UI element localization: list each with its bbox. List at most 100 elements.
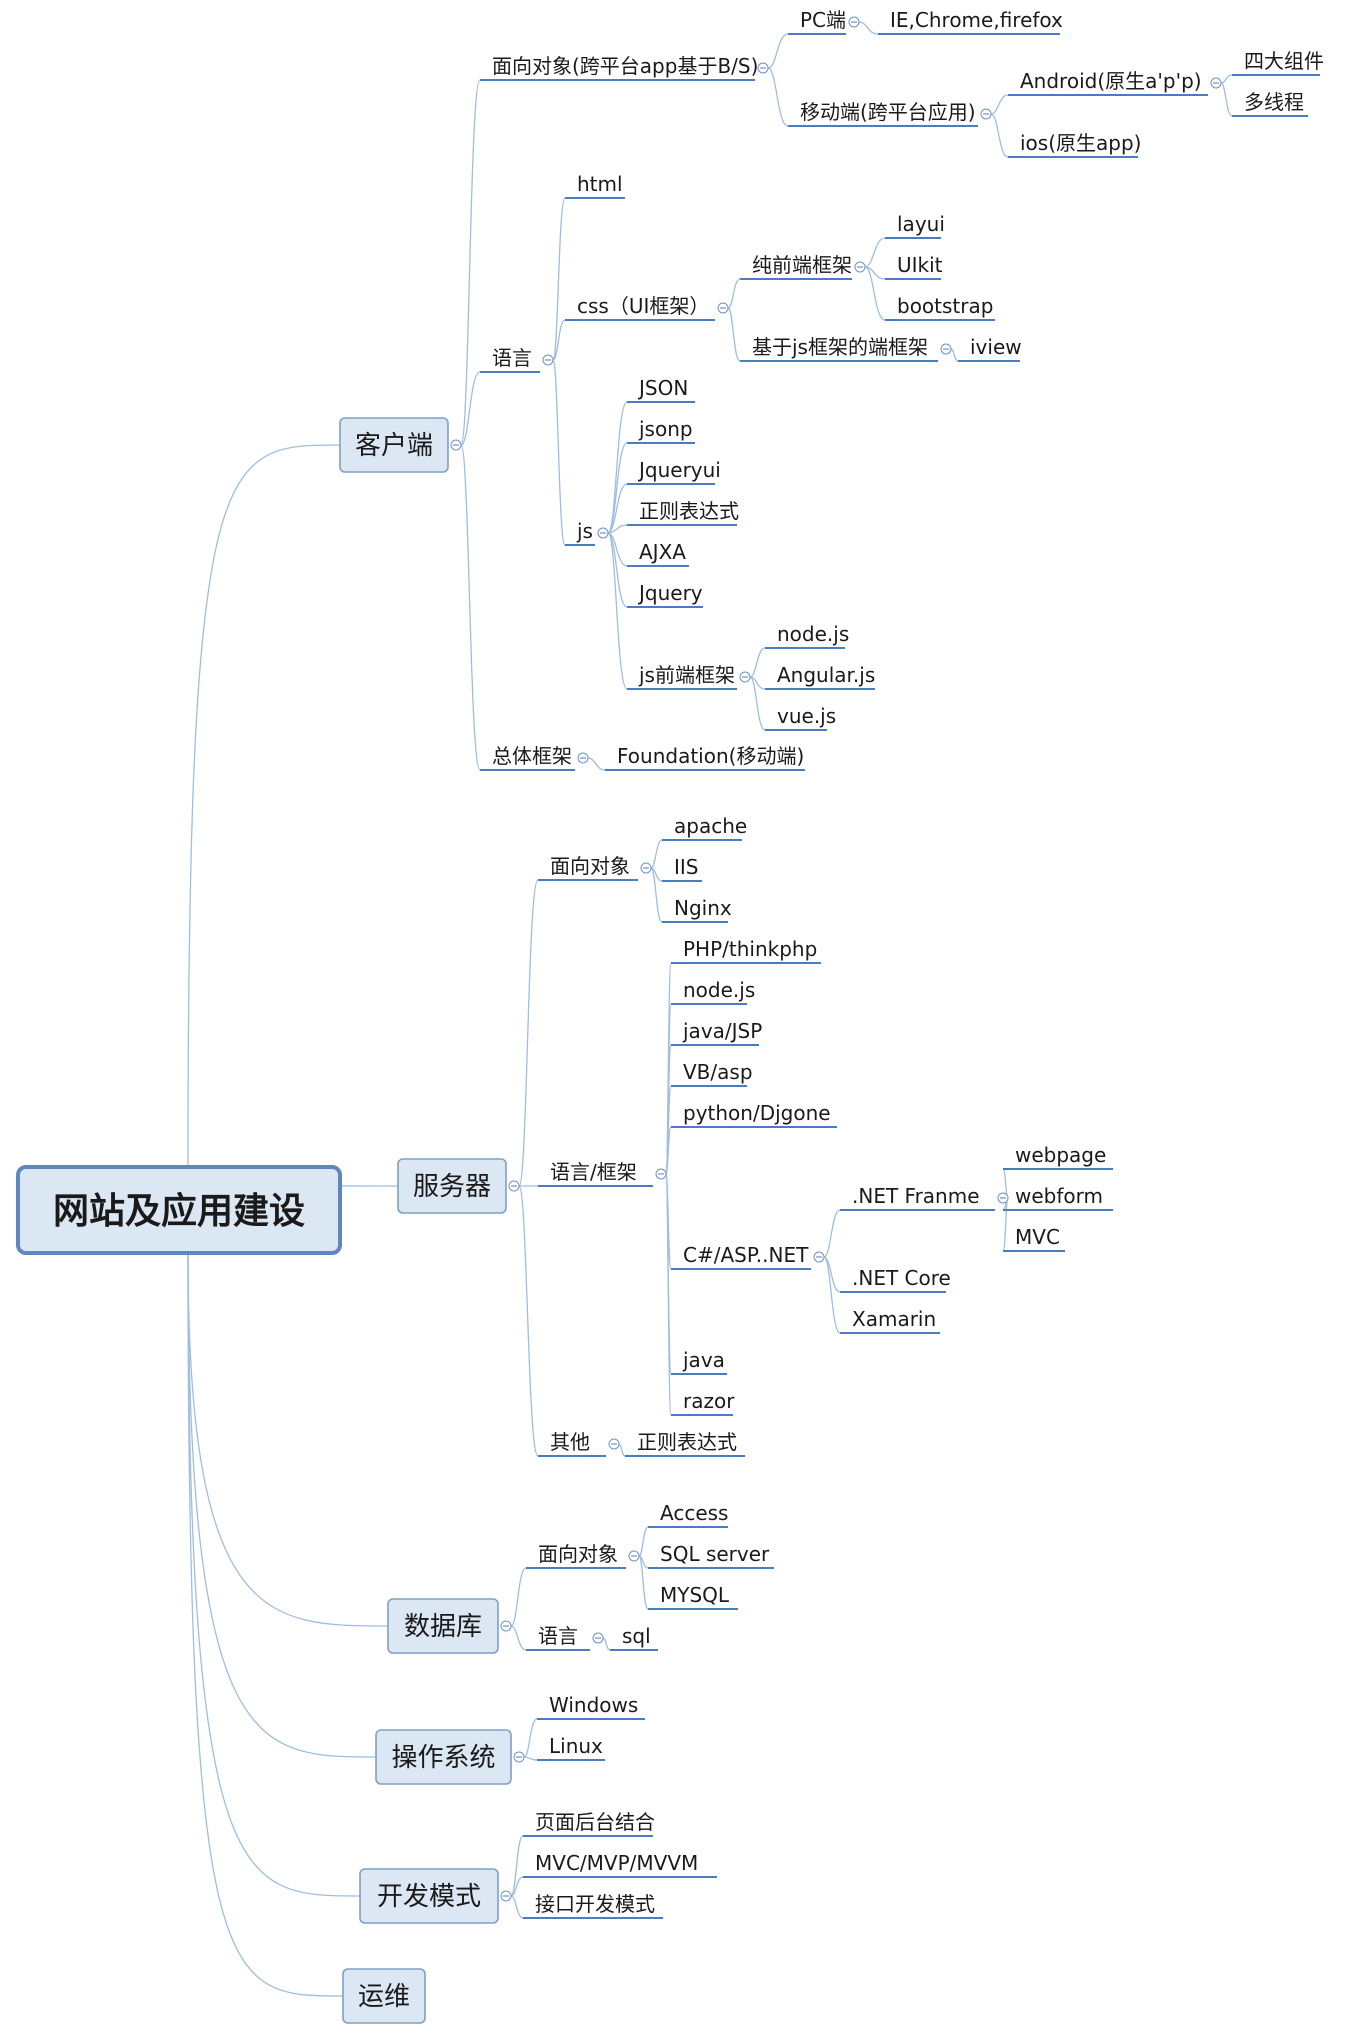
mindmap-node[interactable]: 开发模式: [359, 1868, 512, 1924]
mindmap-node[interactable]: IIS: [662, 855, 702, 882]
mindmap-node[interactable]: 页面后台结合: [523, 1810, 655, 1837]
mindmap-node[interactable]: Windows: [537, 1693, 645, 1720]
mindmap-node[interactable]: Jquery: [627, 581, 703, 608]
mindmap-node[interactable]: node.js: [671, 978, 755, 1005]
collapse-toggle-icon[interactable]: [717, 302, 729, 314]
root-box: [16, 1165, 342, 1255]
mindmap-node[interactable]: Foundation(移动端): [605, 744, 805, 771]
mindmap-node[interactable]: jsonp: [627, 417, 695, 444]
collapse-toggle-icon[interactable]: [608, 1438, 620, 1450]
mindmap-node[interactable]: 纯前端框架: [740, 253, 866, 280]
collapse-toggle-icon[interactable]: [500, 1890, 512, 1902]
mindmap-node[interactable]: 客户端: [339, 417, 462, 473]
collapse-toggle-icon[interactable]: [542, 354, 554, 366]
collapse-toggle-icon[interactable]: [813, 1251, 825, 1263]
mindmap-node[interactable]: js: [565, 519, 609, 546]
mindmap-node[interactable]: Access: [648, 1501, 728, 1528]
collapse-toggle-icon[interactable]: [1210, 77, 1222, 89]
mindmap-node[interactable]: Android(原生a'p'p): [1008, 69, 1222, 96]
subtopic-label: iview: [970, 335, 1022, 359]
branch-connector: [523, 1756, 538, 1761]
collapse-toggle-icon[interactable]: [640, 862, 652, 874]
mindmap-node[interactable]: 正则表达式: [625, 1430, 745, 1457]
mindmap-node[interactable]: 服务器: [397, 1158, 520, 1214]
mindmap-node[interactable]: 四大组件: [1232, 49, 1324, 76]
mindmap-node[interactable]: 数据库: [387, 1598, 512, 1654]
branch-connector: [864, 237, 886, 268]
mindmap-node[interactable]: 操作系统: [375, 1729, 525, 1785]
mindmap-node[interactable]: VB/asp: [671, 1060, 753, 1087]
collapse-toggle-icon[interactable]: [940, 343, 952, 355]
mindmap-node[interactable]: Linux: [537, 1734, 605, 1761]
mindmap-node[interactable]: 其他: [538, 1430, 620, 1457]
mindmap-node[interactable]: sql: [610, 1624, 658, 1651]
mindmap-node[interactable]: 移动端(跨平台应用): [788, 100, 992, 127]
mindmap-node[interactable]: SQL server: [648, 1542, 774, 1569]
mindmap-node[interactable]: html: [565, 172, 625, 199]
mindmap-node[interactable]: PHP/thinkphp: [671, 937, 821, 964]
mindmap-node[interactable]: 语言: [480, 346, 554, 373]
collapse-toggle-icon[interactable]: [757, 62, 769, 74]
mindmap-node[interactable]: Nginx: [662, 896, 732, 923]
mindmap-node[interactable]: 面向对象: [538, 854, 652, 881]
collapse-toggle-icon[interactable]: [739, 671, 751, 683]
subtopic-label: 面向对象: [538, 1542, 618, 1566]
mindmap-node[interactable]: PC端: [788, 8, 860, 35]
mindmap-node[interactable]: 语言: [526, 1624, 604, 1651]
mindmap-node[interactable]: ios(原生app): [1008, 131, 1141, 158]
mindmap-node[interactable]: css（UI框架）: [565, 294, 729, 321]
mindmap-node[interactable]: 多线程: [1232, 90, 1308, 117]
mindmap-node[interactable]: 正则表达式: [627, 499, 739, 526]
mindmap-node[interactable]: IE,Chrome,firefox: [878, 8, 1063, 35]
collapse-toggle-icon[interactable]: [980, 108, 992, 120]
mindmap-node[interactable]: vue.js: [765, 704, 836, 731]
mindmap-node[interactable]: JSON: [627, 376, 695, 403]
collapse-toggle-icon[interactable]: [597, 527, 609, 539]
mindmap-node[interactable]: .NET Core: [840, 1266, 951, 1293]
mindmap-node[interactable]: python/Djgone: [671, 1101, 837, 1128]
mindmap-node[interactable]: C#/ASP..NET: [671, 1243, 825, 1270]
collapse-toggle-icon[interactable]: [450, 439, 462, 451]
mindmap-node[interactable]: MVC/MVP/MVVM: [523, 1851, 717, 1878]
mindmap-node[interactable]: bootstrap: [885, 294, 995, 321]
mindmap-node[interactable]: 面向对象(跨平台app基于B/S): [480, 54, 769, 81]
mindmap-node[interactable]: 基于js框架的端框架: [740, 335, 952, 362]
mindmap-node[interactable]: 接口开发模式: [523, 1892, 663, 1919]
collapse-toggle-icon[interactable]: [655, 1168, 667, 1180]
subtopic-label: 正则表达式: [639, 499, 739, 523]
mindmap-node[interactable]: 语言/框架: [538, 1160, 667, 1187]
collapse-toggle-icon[interactable]: [500, 1620, 512, 1632]
subtopic-label: PHP/thinkphp: [683, 937, 817, 961]
collapse-toggle-icon[interactable]: [997, 1192, 1009, 1204]
root-node[interactable]: 网站及应用建设: [16, 1165, 342, 1255]
mindmap-node[interactable]: js前端框架: [627, 663, 751, 690]
collapse-toggle-icon[interactable]: [513, 1751, 525, 1763]
mindmap-node[interactable]: .NET Franme: [840, 1184, 1009, 1211]
collapse-toggle-icon[interactable]: [848, 16, 860, 28]
mindmap-node[interactable]: layui: [885, 212, 945, 239]
mindmap-node[interactable]: razor: [671, 1389, 735, 1416]
mindmap-node[interactable]: Angular.js: [765, 663, 875, 690]
mindmap-node[interactable]: MVC: [1003, 1225, 1065, 1252]
mindmap-node[interactable]: node.js: [765, 622, 849, 649]
collapse-toggle-icon[interactable]: [854, 261, 866, 273]
mindmap-node[interactable]: 运维: [342, 1968, 426, 2024]
collapse-toggle-icon[interactable]: [628, 1550, 640, 1562]
mindmap-node[interactable]: webform: [1003, 1184, 1113, 1211]
collapse-toggle-icon[interactable]: [508, 1180, 520, 1192]
mindmap-node[interactable]: Jqueryui: [627, 458, 721, 485]
mindmap-node[interactable]: AJXA: [627, 540, 689, 567]
collapse-toggle-icon[interactable]: [592, 1632, 604, 1644]
mindmap-node[interactable]: MYSQL: [648, 1583, 738, 1610]
mindmap-node[interactable]: iview: [958, 335, 1022, 362]
mindmap-node[interactable]: 面向对象: [526, 1542, 640, 1569]
topic-label: 开发模式: [377, 1882, 481, 1912]
mindmap-node[interactable]: 总体框架: [480, 744, 589, 771]
mindmap-node[interactable]: java/JSP: [671, 1019, 762, 1046]
mindmap-node[interactable]: apache: [662, 814, 747, 841]
mindmap-node[interactable]: Xamarin: [840, 1307, 940, 1334]
collapse-toggle-icon[interactable]: [577, 752, 589, 764]
mindmap-node[interactable]: UIkit: [885, 253, 943, 280]
mindmap-node[interactable]: webpage: [1003, 1143, 1113, 1170]
mindmap-node[interactable]: java: [671, 1348, 727, 1375]
